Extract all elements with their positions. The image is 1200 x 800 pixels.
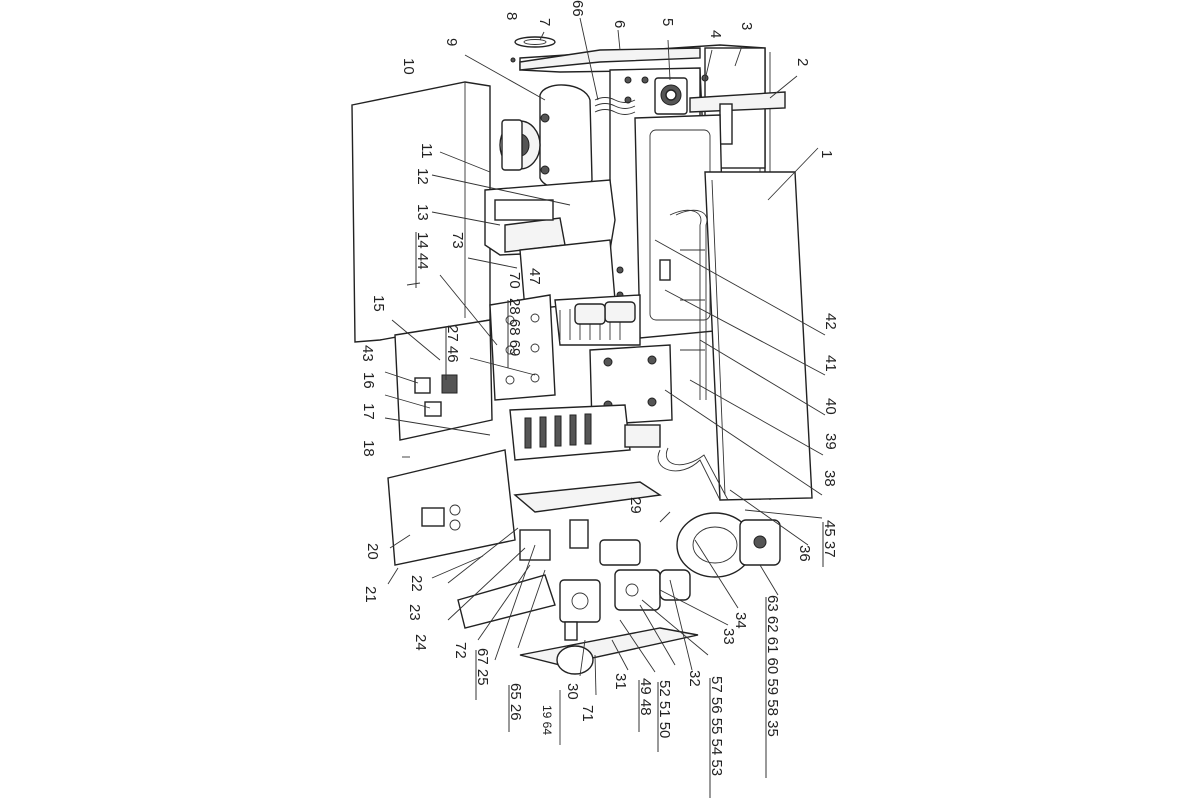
lower-frame bbox=[457, 529, 556, 629]
igniter-block bbox=[509, 404, 661, 461]
callout-39: 39 bbox=[822, 433, 839, 450]
callout-31: 31 bbox=[612, 673, 629, 690]
exchanger-plate bbox=[489, 294, 556, 401]
bottom-plate bbox=[519, 627, 699, 675]
callout-6: 6 bbox=[611, 20, 628, 28]
callout-29: 29 bbox=[627, 497, 644, 514]
callout-2: 2 bbox=[794, 58, 811, 66]
control-panel bbox=[394, 319, 493, 441]
callout-11: 11 bbox=[418, 143, 435, 159]
callout-72: 72 bbox=[452, 642, 469, 659]
wires bbox=[594, 97, 636, 115]
side-cover-panel bbox=[704, 171, 813, 501]
callout-57-56-55-54-53: 57 56 55 54 53 bbox=[708, 676, 725, 776]
callout-9: 9 bbox=[443, 38, 460, 46]
callout-41: 41 bbox=[822, 355, 839, 372]
side-bracket bbox=[689, 91, 786, 145]
callout-42: 42 bbox=[822, 313, 839, 330]
callout-7: 7 bbox=[536, 18, 553, 26]
leader-lines bbox=[384, 17, 826, 745]
callout-10: 10 bbox=[400, 58, 417, 75]
callout-4: 4 bbox=[707, 30, 724, 38]
callout-43: 43 bbox=[359, 345, 376, 362]
callout-23: 23 bbox=[406, 604, 423, 621]
callout-12: 12 bbox=[414, 168, 431, 185]
callout-16: 16 bbox=[360, 372, 377, 389]
callout-66: 66 bbox=[569, 0, 586, 17]
callout-34: 34 bbox=[732, 612, 749, 629]
blower-fan bbox=[499, 84, 593, 191]
circulation-pump bbox=[676, 512, 781, 578]
top-bracket bbox=[519, 47, 701, 71]
callout-19-64: 19 64 bbox=[540, 705, 554, 735]
callout-38: 38 bbox=[821, 470, 838, 487]
callout-32: 32 bbox=[686, 670, 703, 687]
gas-valve bbox=[559, 579, 601, 641]
callout-27-46: 27 46 bbox=[444, 325, 461, 363]
callout-20: 20 bbox=[364, 543, 381, 560]
callout-21: 21 bbox=[362, 586, 379, 603]
callout-14-44: 14 44 bbox=[414, 232, 431, 270]
callout-36: 36 bbox=[796, 545, 813, 562]
callout-5: 5 bbox=[659, 18, 676, 26]
flexible-pipe bbox=[657, 447, 729, 501]
callout-67-25: 67 25 bbox=[474, 648, 491, 686]
callout-22: 22 bbox=[408, 575, 425, 592]
heating-coil bbox=[669, 209, 708, 400]
callout-18: 18 bbox=[360, 440, 377, 457]
callout-71: 71 bbox=[579, 705, 596, 722]
top-valve bbox=[654, 77, 688, 115]
callout-8: 8 bbox=[503, 12, 520, 20]
callout-49-48: 49 48 bbox=[637, 678, 654, 716]
burner bbox=[519, 239, 641, 346]
base-plate bbox=[513, 481, 662, 513]
callout-17: 17 bbox=[360, 403, 377, 420]
callout-73: 73 bbox=[449, 232, 466, 249]
callout-65-26: 65 26 bbox=[507, 683, 524, 721]
callout-30: 30 bbox=[564, 683, 581, 700]
callout-3: 3 bbox=[738, 22, 755, 30]
combustion-chamber bbox=[484, 179, 616, 256]
callout-28-68-69: 28 68 69 bbox=[506, 298, 523, 356]
callout-24: 24 bbox=[412, 634, 429, 651]
callout-63-62-61-60-59-58-35: 63 62 61 60 59 58 35 bbox=[764, 595, 781, 737]
callout-15: 15 bbox=[370, 295, 387, 312]
small-screw bbox=[510, 57, 516, 63]
callout-33: 33 bbox=[720, 628, 737, 645]
callout-45-37: 45 37 bbox=[821, 520, 838, 558]
ring-gasket bbox=[514, 36, 556, 48]
callout-40: 40 bbox=[822, 398, 839, 415]
callout-13: 13 bbox=[414, 204, 431, 221]
callout-52-51-50: 52 51 50 bbox=[656, 680, 673, 738]
callout-47: 47 bbox=[526, 268, 543, 285]
callout-70: 70 bbox=[506, 272, 523, 289]
callout-labels: 1 2 3 4 5 6 66 7 8 9 10 11 12 13 14 44 7… bbox=[359, 0, 839, 798]
callout-1: 1 bbox=[818, 150, 835, 158]
controller-box bbox=[387, 449, 516, 566]
